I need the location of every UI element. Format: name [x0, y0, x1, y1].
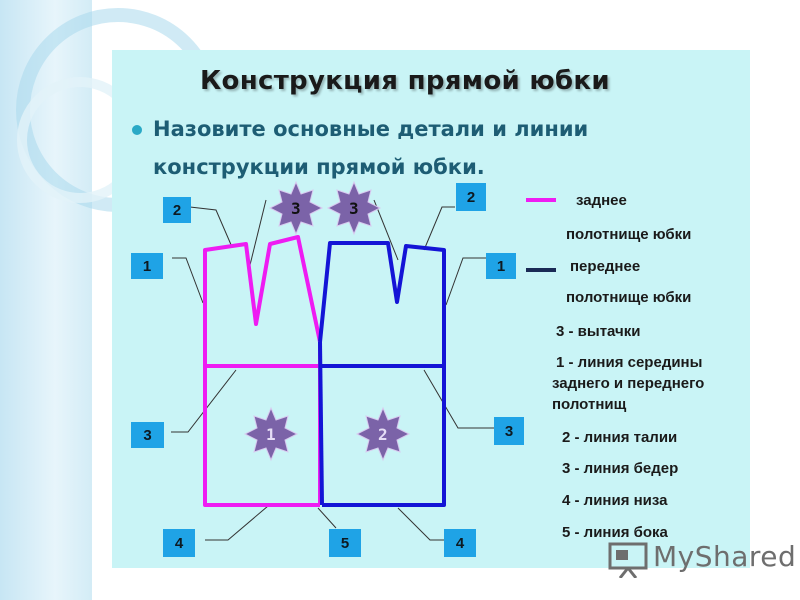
- star-markers: [243, 180, 411, 462]
- legend-item-middle-3: полотнищ: [552, 396, 627, 413]
- legend-item-hip: 3 - линия бедер: [562, 460, 679, 477]
- star-panel-back: [243, 406, 299, 462]
- callout-top-right-2: 2: [456, 183, 486, 211]
- callout-bottom-center-5: 5: [329, 529, 361, 557]
- leader-lines: [171, 199, 494, 541]
- callout-top-left-2: 2: [163, 197, 191, 223]
- legend-back-line-2: полотнище юбки: [566, 226, 692, 243]
- star-label-dart-front: 3: [349, 199, 359, 218]
- callout-bottom-left-4: 4: [163, 529, 195, 557]
- star-label-panel-front: 2: [378, 425, 388, 444]
- star-label-panel-back: 1: [266, 425, 276, 444]
- legend-back-line-1: заднее: [576, 192, 627, 209]
- callout-left-1: 1: [131, 253, 163, 279]
- watermark-text: MyShared: [653, 540, 797, 573]
- legend-item-hem: 4 - линия низа: [562, 492, 668, 509]
- watermark-presentation-icon: [608, 542, 648, 578]
- legend-front-line-2: полотнище юбки: [566, 289, 692, 306]
- legend-item-middle-2: заднего и переднего: [552, 375, 705, 392]
- slide-title: Конструкция прямой юбки: [200, 66, 610, 96]
- bullet-dot: [132, 125, 142, 135]
- legend-item-middle-1: 1 - линия середины: [556, 354, 703, 371]
- slide-content-area: [112, 50, 750, 568]
- callout-right-1: 1: [486, 253, 516, 279]
- legend-item-waist: 2 - линия талии: [562, 429, 678, 446]
- star-dart-front: [326, 180, 382, 236]
- callout-right-3: 3: [494, 417, 524, 445]
- star-label-dart-back: 3: [291, 199, 301, 218]
- legend-item-side: 5 - линия бока: [562, 524, 668, 541]
- star-dart-back: [268, 180, 324, 236]
- front-panel-outline: [318, 241, 446, 507]
- callout-left-3: 3: [131, 422, 164, 448]
- callout-bottom-right-4: 4: [444, 529, 476, 557]
- star-panel-front: [355, 406, 411, 462]
- question-text: Назовите основные детали и линии констру…: [153, 117, 589, 179]
- legend-front-line-1: переднее: [570, 258, 641, 275]
- left-decor-band: [0, 0, 92, 600]
- legend-item-darts: 3 - вытачки: [556, 323, 641, 340]
- back-panel-outline: [203, 235, 322, 507]
